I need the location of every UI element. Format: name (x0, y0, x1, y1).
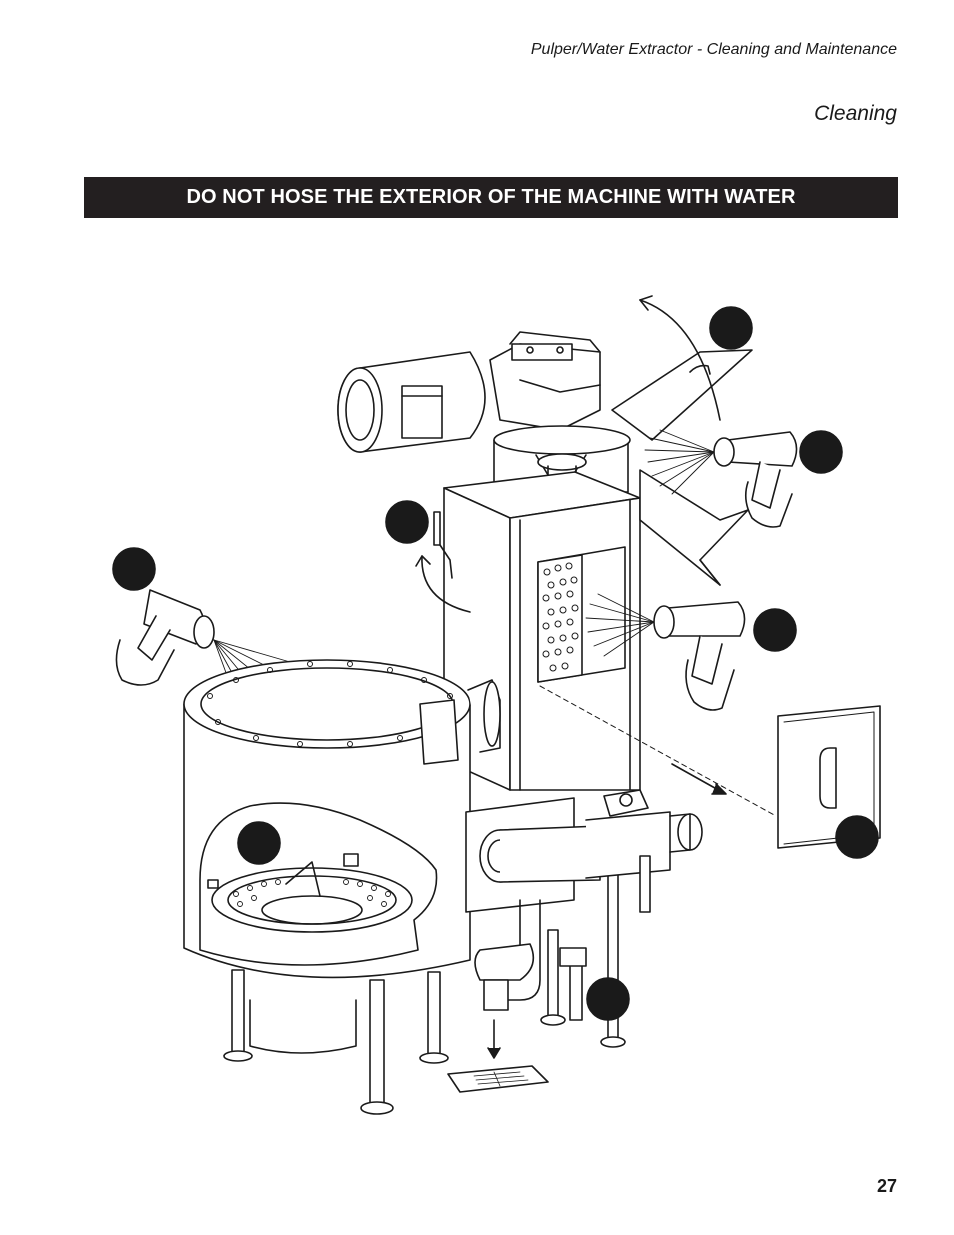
gearbox (489, 331, 601, 431)
motor (337, 351, 486, 453)
chute-lid (611, 349, 753, 586)
callout-marker-panel (835, 815, 879, 859)
plumbing (465, 789, 703, 1021)
running-header: Pulper/Water Extractor - Cleaning and Ma… (530, 41, 897, 58)
perforated-basket-holes (233, 879, 391, 907)
callout-marker-left-spray (112, 547, 156, 591)
drain (447, 1019, 549, 1093)
machine-cleaning-illustration (0, 250, 954, 1150)
column-door-arrow (421, 555, 471, 613)
callout-marker-column-door (385, 500, 429, 544)
spray-gun-upper-right (644, 429, 798, 528)
callout-marker-valve (586, 977, 630, 1021)
spray-gun-middle-right (585, 593, 746, 711)
callout-marker-chute (799, 430, 843, 474)
screen-perforations (542, 562, 579, 672)
section-title: Cleaning (814, 102, 897, 125)
callout-marker-lid (709, 306, 753, 350)
tank (183, 659, 501, 979)
page-number: 27 (876, 1176, 897, 1196)
legs (223, 869, 626, 1115)
callout-marker-screen (753, 608, 797, 652)
lid-open-arrow (639, 299, 721, 421)
panel-remove-arrow (671, 763, 723, 793)
warning-banner: DO NOT HOSE THE EXTERIOR OF THE MACHINE … (84, 177, 898, 218)
panel-guide-line (539, 685, 777, 817)
callout-marker-tank (237, 821, 281, 865)
warning-text: DO NOT HOSE THE EXTERIOR OF THE MACHINE … (186, 186, 796, 208)
access-panel (777, 705, 881, 849)
